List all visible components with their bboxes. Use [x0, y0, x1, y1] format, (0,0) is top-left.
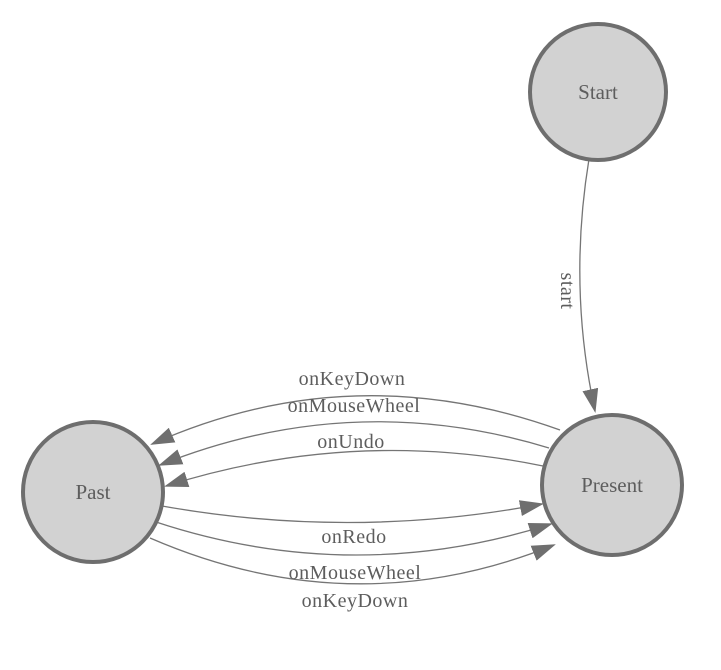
node-present-label: Present: [581, 473, 643, 497]
edge-label-onkeydown-top: onKeyDown: [299, 368, 406, 390]
node-present-circle: [540, 413, 684, 557]
edge-label-onmousewheel-bottom: onMouseWheel: [289, 562, 422, 584]
node-past[interactable]: Past: [21, 420, 165, 564]
edge-label-onundo: onUndo: [317, 431, 384, 453]
edge-present-to-past-onkeydown: [150, 395, 561, 445]
edge-label-start: start: [556, 273, 578, 310]
node-start-label: Start: [578, 80, 618, 104]
node-present[interactable]: Present: [540, 413, 684, 557]
node-start[interactable]: Start: [528, 22, 668, 162]
node-start-circle: [528, 22, 668, 162]
edge-label-onredo: onRedo: [321, 526, 386, 548]
edge-label-onkeydown-bottom: onKeyDown: [302, 590, 409, 612]
edge-past-to-present-onredo: [161, 500, 544, 524]
edge-present-to-past-onmousewheel: [158, 421, 550, 466]
edge-start-to-present: [579, 158, 599, 413]
edge-past-to-present-onmousewheel: [155, 521, 553, 556]
edge-present-to-past-onundo: [164, 449, 544, 488]
edge-past-to-present-onkeydown: [149, 537, 556, 585]
edge-label-onmousewheel-top: onMouseWheel: [288, 395, 421, 417]
node-past-circle: [21, 420, 165, 564]
node-past-label: Past: [75, 480, 110, 504]
